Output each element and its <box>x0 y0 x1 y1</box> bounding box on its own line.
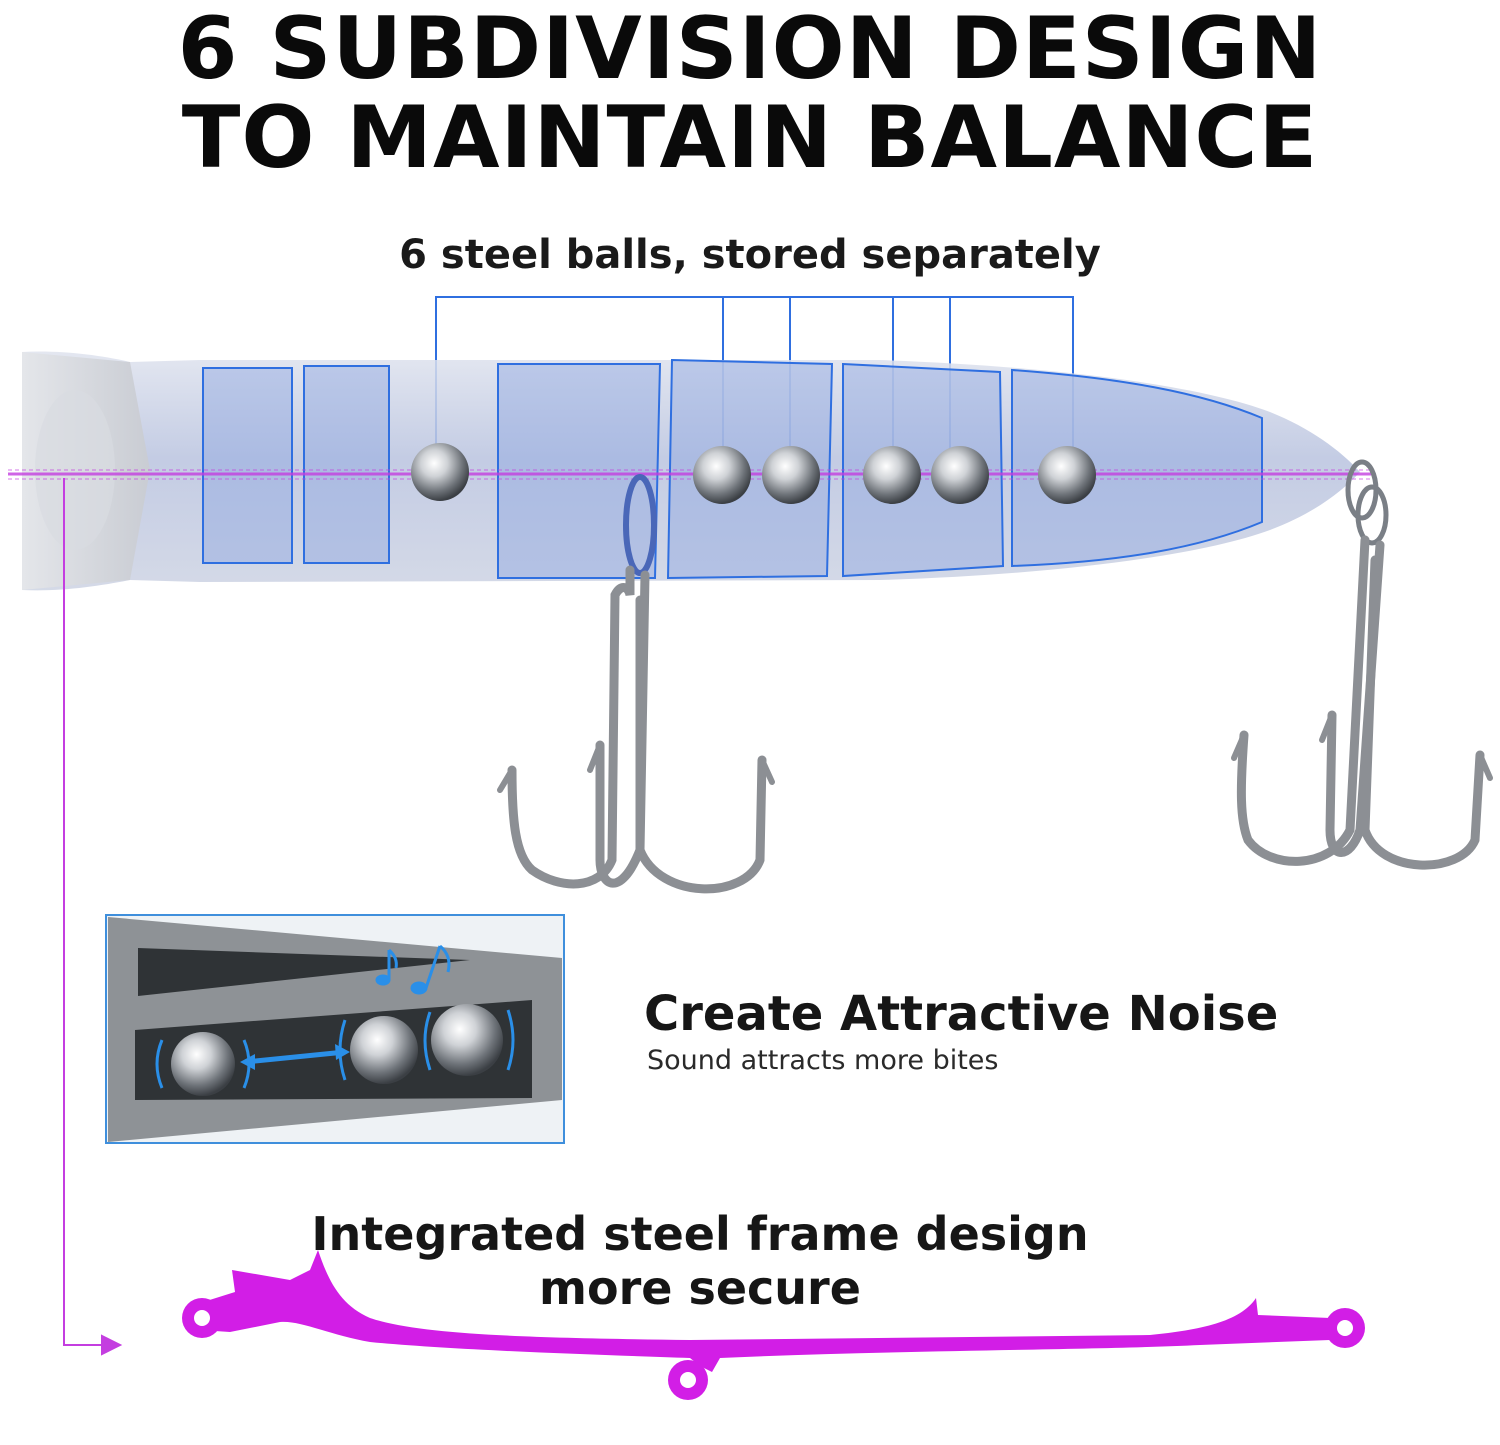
steel-ball <box>931 446 989 504</box>
music-note-icon <box>375 944 451 995</box>
through-wire <box>8 469 1372 480</box>
treble-hook-front <box>497 474 775 894</box>
headline-line-1: 6 SUBDIVISION DESIGN <box>177 0 1323 99</box>
headline-line-2: TO MAINTAIN BALANCE <box>181 88 1319 188</box>
noise-title: Create Attractive Noise <box>644 986 1279 1042</box>
steel-balls-callout: 6 steel balls, stored separately <box>399 232 1101 278</box>
steel-ball <box>1038 446 1096 504</box>
frame-title-line-2: more secure <box>539 1261 861 1315</box>
treble-hook-rear <box>1231 459 1493 870</box>
steel-ball <box>693 446 751 504</box>
steel-ball <box>762 446 820 504</box>
steel-balls <box>411 443 1096 504</box>
steel-frame-illustration <box>182 1250 1365 1400</box>
steel-ball <box>863 446 921 504</box>
noise-inset-panel <box>105 914 565 1144</box>
noise-subtitle: Sound attracts more bites <box>647 1045 999 1076</box>
steel-ball <box>411 443 469 501</box>
arrow-right-icon <box>63 478 123 1356</box>
frame-title-line-1: Integrated steel frame design <box>311 1207 1089 1261</box>
